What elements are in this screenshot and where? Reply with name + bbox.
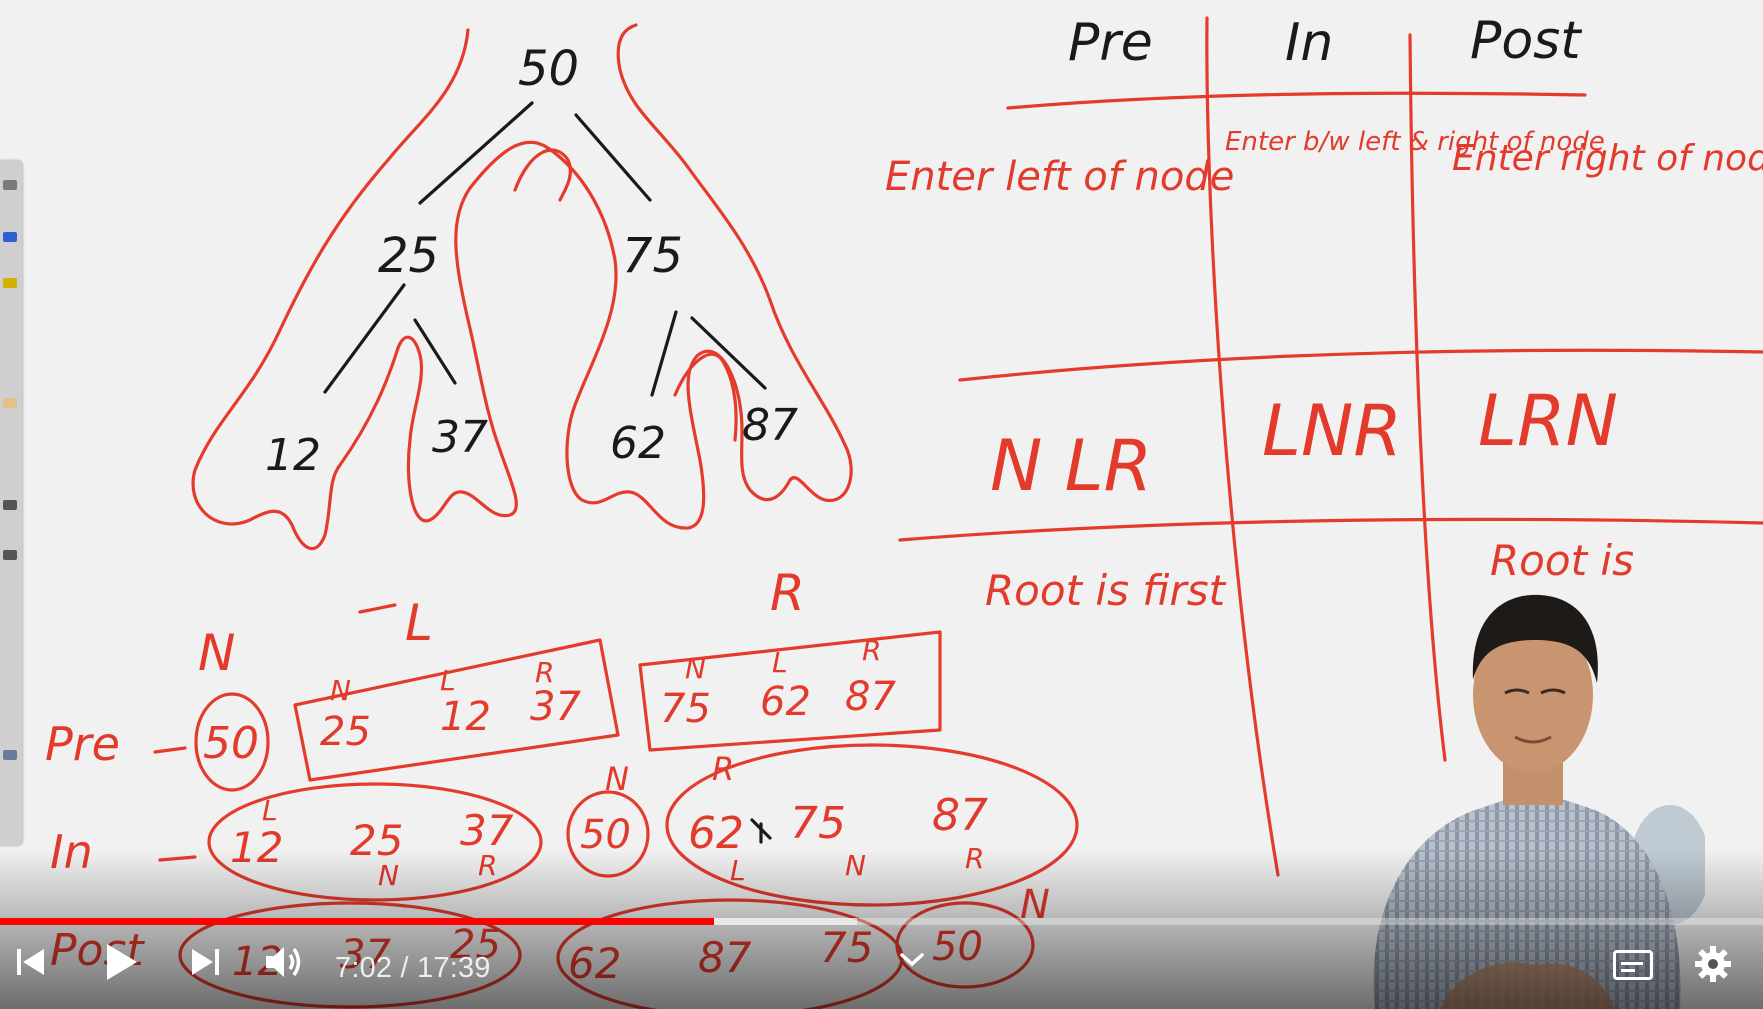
play-icon[interactable] xyxy=(101,940,141,984)
in-right-mark-n: N xyxy=(845,849,866,882)
euler-inner-left xyxy=(513,148,572,202)
tree-node-87: 87 xyxy=(742,400,798,451)
pre-left-mark-n: N xyxy=(330,674,351,707)
annotation-toolbar[interactable] xyxy=(0,160,22,846)
pre-right-mark-r: R xyxy=(862,634,881,667)
row-label-pre: Pre xyxy=(45,717,120,771)
tree-node-62: 62 xyxy=(610,418,666,469)
in-right-3: 87 xyxy=(932,790,988,841)
current-time: 7:02 xyxy=(335,952,393,984)
marker-n: N xyxy=(198,624,235,682)
pre-left-1: 25 xyxy=(320,709,371,755)
progress-played xyxy=(0,918,715,925)
marker-l: L xyxy=(405,594,433,652)
highlighter-tool-icon[interactable] xyxy=(3,278,17,288)
in-left-3: 37 xyxy=(460,806,514,855)
table-desc-in: Enter b/w left & right of node xyxy=(1225,127,1605,157)
euler-inner-right xyxy=(673,352,738,442)
in-right-mark-l: L xyxy=(730,854,746,887)
table-desc-pre: Enter left of node xyxy=(885,154,1234,200)
tree-node-root: 50 xyxy=(518,41,579,97)
table-header-in: In xyxy=(1285,13,1333,73)
traversal-table: Pre In Post Enter left of node Enter b/w… xyxy=(885,11,1763,877)
pointer-tool-icon[interactable] xyxy=(3,180,17,190)
pre-root: 50 xyxy=(203,718,259,769)
pre-right-mark-l: L xyxy=(772,646,788,679)
table-order-pre: N LR xyxy=(990,425,1152,507)
tree-node-37: 37 xyxy=(432,412,488,463)
pre-left-3: 37 xyxy=(530,684,581,730)
table-desc-post: Enter right of node xyxy=(1452,138,1763,179)
line-tool-icon[interactable] xyxy=(3,500,17,510)
table-note-pre: Root is first xyxy=(985,566,1227,615)
pre-right-3: 87 xyxy=(845,674,896,720)
tree-node-75: 75 xyxy=(622,228,683,284)
in-left-2: 25 xyxy=(350,816,403,865)
tree-diagram: 50 25 75 12 37 62 87 xyxy=(265,41,798,481)
progress-bar[interactable] xyxy=(0,918,1763,925)
table-note-post: Root is xyxy=(1490,536,1634,585)
volume-icon[interactable] xyxy=(262,942,306,982)
in-right-2: 75 xyxy=(790,798,846,849)
time-separator: / xyxy=(392,952,418,984)
in-left-mark-l: L xyxy=(262,794,278,827)
row-label-in: In xyxy=(50,825,93,879)
in-root-mark: N xyxy=(605,760,629,798)
arrow-tool-icon[interactable] xyxy=(3,550,17,560)
next-icon[interactable] xyxy=(188,944,222,980)
hand-tool-icon[interactable] xyxy=(3,398,17,408)
in-left-mark-r: R xyxy=(478,849,497,882)
table-header-post: Post xyxy=(1470,11,1582,71)
pre-left-mark-l: L xyxy=(440,664,456,697)
tree-node-25: 25 xyxy=(378,228,439,284)
in-right-1: 62 xyxy=(688,808,744,859)
player-controls xyxy=(0,930,1763,1009)
screen-tool-icon[interactable] xyxy=(3,750,17,760)
in-left-1: 12 xyxy=(230,823,283,872)
in-right-mark-r: R xyxy=(965,842,984,875)
in-left-mark-n: N xyxy=(378,859,399,892)
in-right-top-mark: R xyxy=(712,750,734,788)
table-order-in: LNR xyxy=(1262,390,1402,472)
tree-node-12: 12 xyxy=(265,430,321,481)
pen-tool-icon[interactable] xyxy=(3,232,17,242)
in-root: 50 xyxy=(580,812,631,858)
settings-icon[interactable] xyxy=(1693,944,1733,984)
pre-left-2: 12 xyxy=(440,694,491,740)
pre-right-2: 62 xyxy=(760,679,811,725)
pre-left-mark-r: R xyxy=(535,656,554,689)
chevron-down-icon[interactable] xyxy=(898,950,926,970)
previous-icon[interactable] xyxy=(14,944,48,980)
euler-tour-outline xyxy=(191,23,853,551)
subtitles-icon[interactable] xyxy=(1613,950,1653,980)
time-display: 7:02 / 17:39 xyxy=(335,952,491,985)
table-header-pre: Pre xyxy=(1068,13,1153,73)
duration: 17:39 xyxy=(417,952,491,984)
pre-right-mark-n: N xyxy=(685,652,706,685)
table-order-post: LRN xyxy=(1478,380,1618,462)
pre-right-1: 75 xyxy=(660,686,711,732)
marker-r: R xyxy=(770,564,805,622)
